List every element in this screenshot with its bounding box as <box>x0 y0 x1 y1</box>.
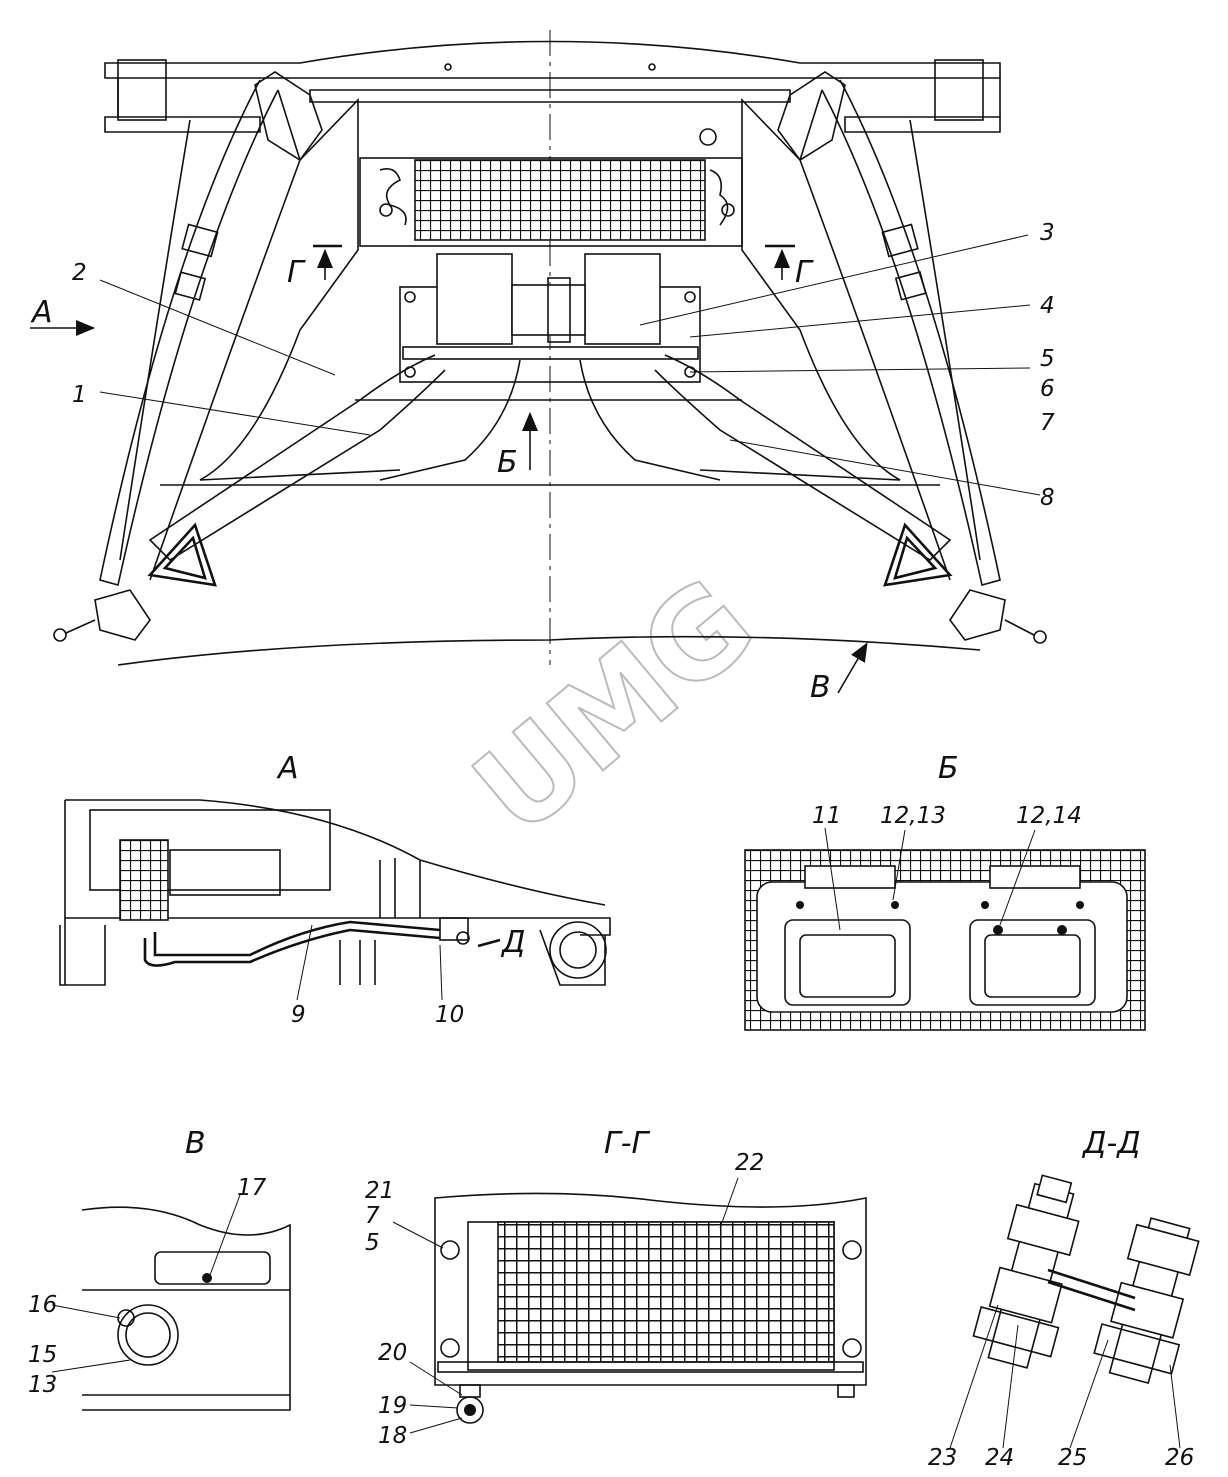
view-gg-title: Г-Г <box>604 1126 651 1161</box>
part-label-5: 5 <box>1040 346 1055 372</box>
part-label-20: 20 <box>378 1340 407 1366</box>
view-arrow-v: В <box>810 670 831 705</box>
part-label-8: 8 <box>1040 485 1055 511</box>
part-label-1: 1 <box>72 382 87 408</box>
view-b-title: Б <box>938 751 959 786</box>
part-label-7b: 7 <box>365 1203 380 1229</box>
part-label-18: 18 <box>378 1423 407 1449</box>
svg-text:UMG: UMG <box>449 553 780 862</box>
part-label-22: 22 <box>735 1150 764 1176</box>
part-label-6: 6 <box>1040 376 1055 402</box>
part-label-2: 2 <box>72 260 87 286</box>
part-label-9: 9 <box>291 1002 306 1028</box>
view-gg: Г-Г 22 21 7 5 20 19 18 <box>365 1126 867 1449</box>
part-label-25: 25 <box>1058 1445 1087 1471</box>
part-label-24: 24 <box>985 1445 1014 1471</box>
part-label-7: 7 <box>1040 410 1055 436</box>
view-arrow-a: А <box>30 295 53 330</box>
part-label-3: 3 <box>1040 220 1055 246</box>
watermark: UMG <box>448 552 781 863</box>
part-label-23: 23 <box>928 1445 957 1471</box>
part-label-17: 17 <box>237 1175 267 1201</box>
section-mark-g-left: Г <box>287 255 306 290</box>
part-label-4: 4 <box>1040 293 1055 319</box>
section-mark-g-right: Г <box>795 255 814 290</box>
view-a-title: А <box>276 751 299 786</box>
main-view: 2 1 3 4 5 6 7 8 А Б В Г Г <box>30 30 1055 705</box>
part-label-10: 10 <box>435 1002 464 1028</box>
part-label-12-14: 12,14 <box>1016 803 1082 829</box>
part-label-12-13: 12,13 <box>880 803 946 829</box>
cut-mark-d: Д <box>500 925 525 960</box>
part-label-5b: 5 <box>365 1230 380 1256</box>
view-v-title: В <box>185 1126 206 1161</box>
view-dd-title: Д-Д <box>1081 1126 1141 1161</box>
part-label-11: 11 <box>812 803 841 829</box>
view-arrow-b: Б <box>497 445 518 480</box>
part-label-16: 16 <box>28 1292 57 1318</box>
part-label-13: 13 <box>28 1372 57 1398</box>
view-v: В 17 16 15 13 <box>28 1126 291 1411</box>
view-b: Б 11 12,13 12,14 <box>744 751 1146 1031</box>
view-a: А Д 9 10 <box>59 751 611 1028</box>
part-label-15: 15 <box>28 1342 57 1368</box>
part-label-21: 21 <box>365 1178 394 1204</box>
part-label-19: 19 <box>378 1393 407 1419</box>
part-label-26: 26 <box>1165 1445 1194 1471</box>
view-dd: Д-Д 23 24 25 26 <box>928 1126 1200 1471</box>
